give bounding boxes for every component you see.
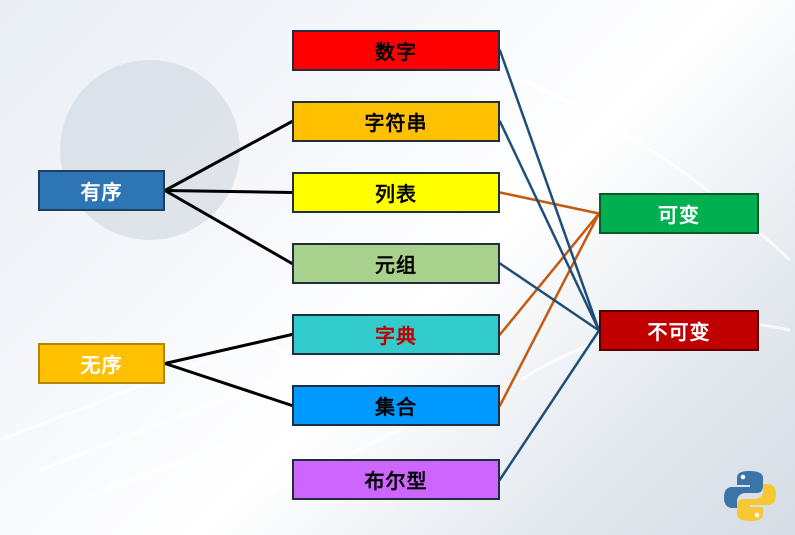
node-unordered-label: 无序	[80, 353, 123, 377]
node-unordered: 无序	[38, 343, 165, 384]
python-logo-icon	[724, 471, 776, 521]
edge-number-immutable	[498, 49, 601, 332]
node-dict-label: 字典	[375, 324, 417, 348]
node-immutable-label: 不可变	[647, 320, 711, 344]
edge-ordered-tuple	[163, 189, 294, 265]
node-set: 集合	[292, 385, 500, 426]
edge-unordered-set	[163, 362, 294, 407]
edge-tuple-immutable	[498, 262, 601, 332]
node-mutable: 可变	[599, 193, 759, 234]
node-string-label: 字符串	[364, 111, 428, 135]
node-tuple-label: 元组	[375, 253, 417, 277]
node-list: 列表	[292, 172, 500, 213]
node-number-label: 数字	[375, 40, 417, 64]
edge-set-mutable	[498, 212, 601, 407]
node-dict: 字典	[292, 314, 500, 355]
node-number: 数字	[292, 30, 500, 71]
node-bool-label: 布尔型	[364, 469, 428, 493]
node-immutable: 不可变	[599, 310, 759, 351]
edge-list-mutable	[498, 191, 601, 215]
edge-ordered-string	[163, 120, 294, 192]
node-string: 字符串	[292, 101, 500, 142]
node-tuple: 元组	[292, 243, 500, 284]
node-set-label: 集合	[375, 395, 417, 419]
edge-ordered-list	[163, 189, 294, 194]
node-bool: 布尔型	[292, 459, 500, 500]
edge-string-immutable	[498, 120, 601, 332]
edge-dict-mutable	[498, 212, 601, 336]
node-list-label: 列表	[375, 182, 417, 206]
edge-unordered-dict	[163, 333, 294, 365]
node-ordered: 有序	[38, 170, 165, 211]
edge-bool-immutable	[498, 329, 601, 481]
node-ordered-label: 有序	[80, 180, 123, 204]
node-mutable-label: 可变	[658, 203, 700, 227]
